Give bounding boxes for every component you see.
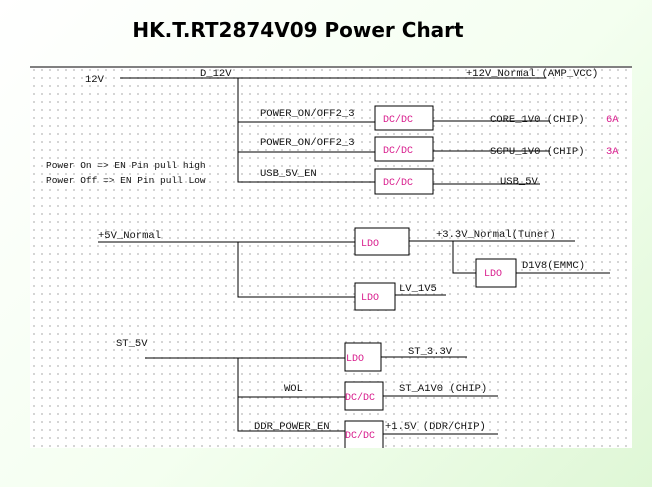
scpu-dcdc-box (374, 136, 434, 162)
core-output-label: CORE_1V0 (CHIP) (490, 114, 585, 126)
emmc-ldo-feed (452, 241, 476, 274)
lv1v5-ldo-label: LDO (361, 293, 379, 304)
tuner-output-label: +3.3V_Normal(Tuner) (436, 229, 556, 241)
scpu-output-label: SCPU_1V0 (CHIP) (490, 146, 585, 158)
st-a1v0-dcdc-box (344, 381, 384, 411)
scpu-enable-label: POWER_ON/OFF2_3 (260, 137, 355, 149)
st-5v-label: ST_5V (116, 338, 148, 350)
amp-vcc-output-label: +12V_Normal (AMP_VCC) (466, 68, 598, 80)
usb-enable-label: USB_5V_EN (260, 168, 317, 180)
usb-output-label: USB_5V (500, 176, 539, 188)
st33-ldo-label: LDO (346, 354, 364, 365)
st-a1v0-output-label: ST_A1V0 (CHIP) (399, 383, 487, 395)
emmc-output-label: D1V8(EMMC) (522, 260, 585, 272)
ddr-enable-label: DDR_POWER_EN (254, 421, 330, 433)
enable-note-on: Power On => EN Pin pull high (46, 160, 206, 171)
scpu-dcdc-label: DC/DC (383, 145, 413, 157)
schematic-sheet: 12V D_12V +12V_Normal (AMP_VCC) POWER_ON… (30, 66, 632, 448)
d12v-branch-bus (237, 78, 375, 183)
ddr-output-label: +1.5V (DDR/CHIP) (385, 421, 486, 433)
st33-ldo-box (344, 342, 382, 372)
tuner-ldo-label: LDO (361, 239, 379, 250)
page-title: HK.T.RT2874V09 Power Chart (132, 18, 464, 42)
power-chart-diagram: 12V D_12V +12V_Normal (AMP_VCC) POWER_ON… (30, 66, 632, 448)
usb-dcdc-box (374, 168, 434, 195)
d12v-rail-label: D_12V (200, 68, 232, 80)
st33-output-label: ST_3.3V (408, 346, 453, 358)
core-enable-label: POWER_ON/OFF2_3 (260, 108, 355, 120)
five-v-normal-label: +5V_Normal (98, 230, 161, 242)
wol-enable-label: WOL (284, 383, 303, 395)
scpu-current-label: 3A (606, 146, 619, 158)
lv1v5-ldo-box (354, 282, 396, 311)
core-current-label: 6A (606, 114, 619, 126)
ddr-dcdc-label: DC/DC (345, 430, 375, 442)
usb-dcdc-label: DC/DC (383, 177, 413, 189)
st-a1v0-dcdc-label: DC/DC (345, 392, 375, 404)
emmc-ldo-label: LDO (484, 269, 502, 280)
input-12v-label: 12V (85, 74, 105, 86)
enable-note-off: Power Off => EN Pin pull Low (46, 175, 206, 186)
core-dcdc-label: DC/DC (383, 114, 413, 126)
lv1v5-output-label: LV_1V5 (399, 283, 437, 295)
tuner-ldo-box (354, 227, 410, 256)
five-v-branch-bus (237, 242, 355, 298)
ddr-dcdc-box (344, 420, 384, 448)
st-5v-branch-bus (237, 358, 345, 432)
core-dcdc-box (374, 105, 434, 131)
